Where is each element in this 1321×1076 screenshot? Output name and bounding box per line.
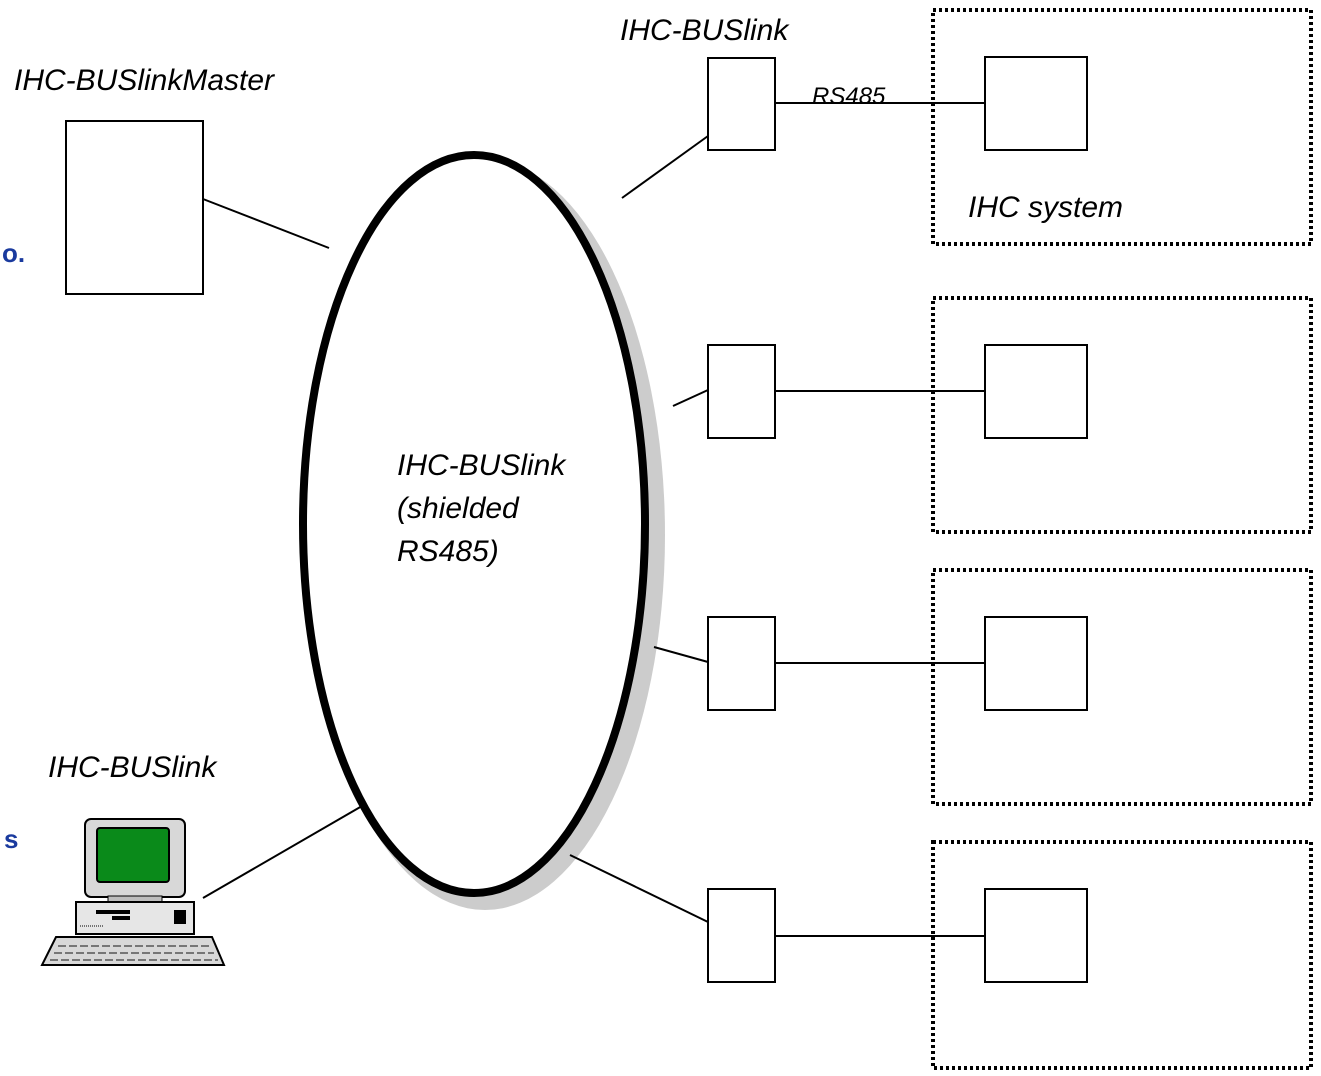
ihc-system-box-4	[931, 840, 1313, 1070]
pc-connection	[202, 805, 363, 899]
master-label: IHC-BUSlinkMaster	[14, 64, 275, 97]
ihc-controller-1	[984, 56, 1088, 151]
ihc-system-label: IHC system	[968, 191, 1123, 224]
pc-link-label: IHC-BUSlink	[48, 751, 218, 784]
ihc-controller-3	[984, 616, 1088, 711]
bus-label-line1: IHC-BUSlink	[397, 449, 567, 482]
cut-text-top: o.	[2, 238, 25, 268]
bus-to-link-3	[653, 646, 709, 663]
bus-ring	[299, 151, 649, 897]
bus-to-link-2	[672, 389, 709, 407]
master-box	[65, 120, 204, 295]
top-link-label: IHC-BUSlink	[620, 14, 790, 47]
ihc-system-box-2	[931, 296, 1313, 534]
bus-to-link-4	[569, 854, 709, 923]
bus-to-link-1	[621, 135, 709, 199]
ihc-controller-2	[984, 344, 1088, 439]
link-node-2	[707, 344, 776, 439]
bus-label-line2: (shielded	[397, 492, 520, 525]
ihc-system-box-3	[931, 568, 1313, 806]
link-node-1	[707, 57, 776, 151]
link-node-4	[707, 888, 776, 983]
cut-text-bottom: s	[4, 824, 18, 854]
ihc-controller-4	[984, 888, 1088, 983]
ihc-system-box-1	[931, 8, 1313, 246]
link-node-3	[707, 616, 776, 711]
desktop-computer-icon	[40, 818, 226, 966]
bus-label-line3: RS485)	[397, 535, 499, 568]
rs485-label: RS485	[812, 83, 886, 110]
master-connection	[202, 198, 330, 249]
